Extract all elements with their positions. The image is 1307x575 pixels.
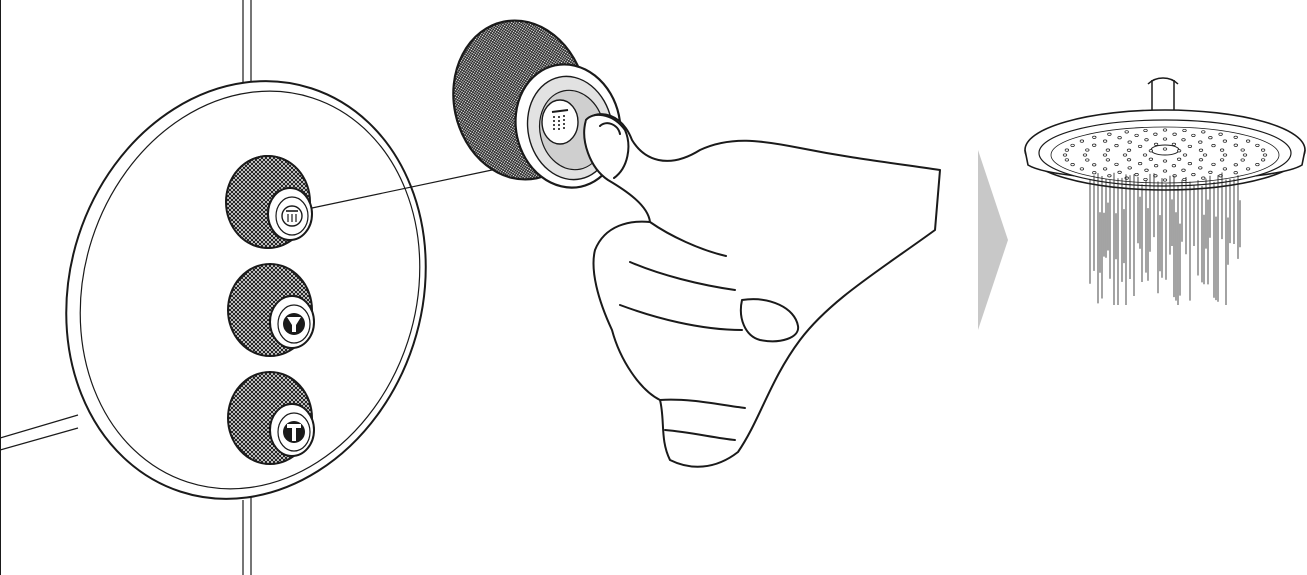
valve-button-hand[interactable] [228,264,314,356]
tub-spout-icon [283,421,305,443]
hand-shower-icon [283,313,305,335]
hand-pressing [584,114,940,467]
valve-button-overhead[interactable] [226,156,312,248]
overhead-shower-icon [282,206,302,226]
overhead-shower-spraying-icon [1025,78,1305,305]
next-step-arrow-icon [978,150,1008,330]
valve-button-tub[interactable] [228,372,314,464]
water-streams [1090,173,1240,306]
overhead-shower-icon [542,100,578,144]
